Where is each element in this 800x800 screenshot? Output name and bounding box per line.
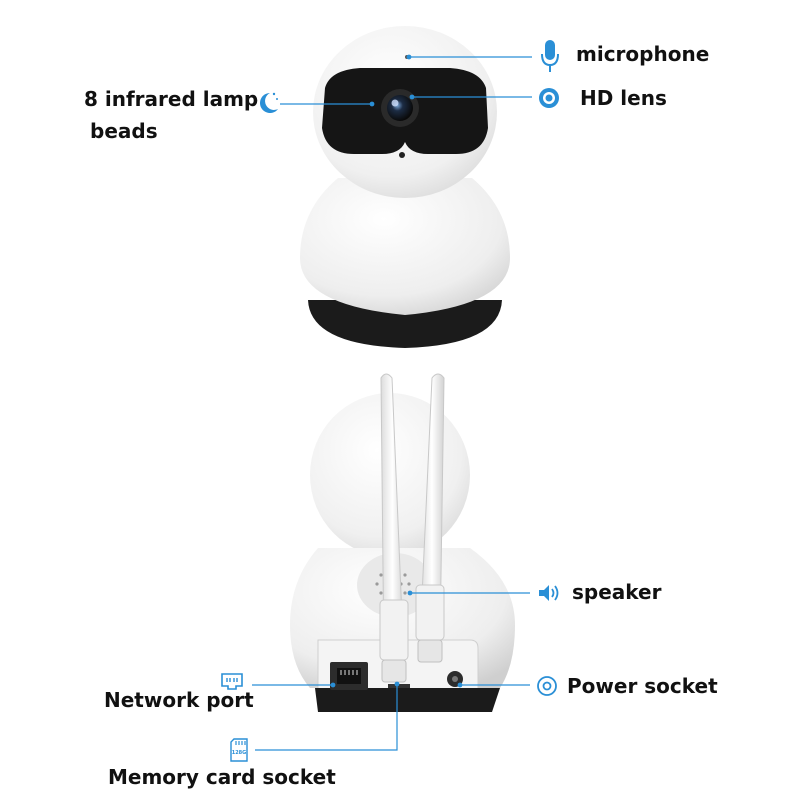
infrared-label-line2: beads bbox=[90, 119, 158, 143]
lens-icon bbox=[539, 88, 559, 108]
speaker-label: speaker bbox=[572, 580, 662, 604]
power-socket-icon bbox=[537, 676, 557, 696]
front-camera bbox=[300, 26, 510, 348]
front-camera-base bbox=[308, 300, 502, 348]
callout-lines bbox=[252, 56, 532, 751]
network-port-label: Network port bbox=[104, 688, 254, 712]
front-camera-lens bbox=[387, 95, 413, 121]
infrared-label-line1: 8 infrared lamp bbox=[84, 87, 259, 111]
microphone-icon bbox=[541, 40, 559, 72]
back-camera-base bbox=[315, 688, 500, 712]
microphone-label: microphone bbox=[576, 42, 710, 66]
antenna-right bbox=[415, 373, 445, 663]
ethernet-port-icon bbox=[221, 673, 243, 690]
front-camera-body bbox=[300, 178, 510, 315]
sd-card-capacity: 128G bbox=[231, 750, 247, 756]
power-socket-label: Power socket bbox=[567, 674, 718, 698]
back-camera bbox=[290, 373, 515, 712]
speaker-icon bbox=[539, 585, 559, 601]
antenna-left bbox=[379, 373, 409, 683]
moon-icon bbox=[260, 92, 278, 113]
front-sensor-dot bbox=[399, 152, 405, 158]
memory-card-slot bbox=[388, 684, 410, 688]
memory-card-socket-label: Memory card socket bbox=[108, 765, 336, 789]
sd-card-icon: 128G bbox=[229, 738, 249, 762]
callout-memory-card bbox=[255, 684, 398, 751]
hd-lens-label: HD lens bbox=[580, 86, 667, 110]
